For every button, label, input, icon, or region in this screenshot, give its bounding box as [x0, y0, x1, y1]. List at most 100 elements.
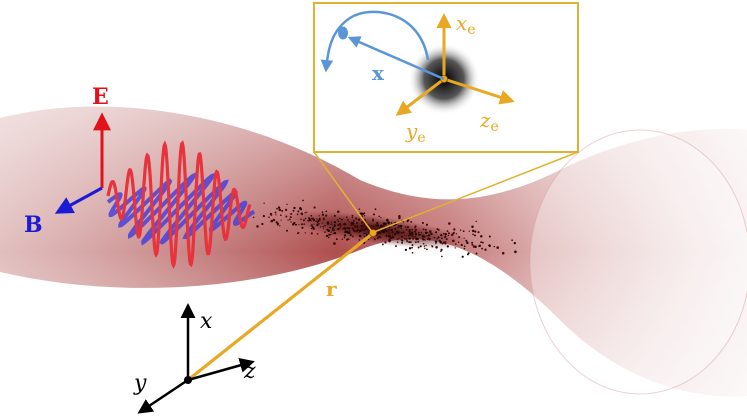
bunch-particle — [358, 208, 361, 210]
bunch-particle — [391, 231, 394, 234]
bunch-particle — [263, 202, 265, 204]
bunch-particle — [310, 232, 313, 235]
bunch-particle — [335, 238, 338, 241]
bunch-particle — [462, 230, 465, 233]
bunch-particle — [330, 223, 333, 226]
bunch-particle — [445, 238, 448, 241]
bunch-particle — [422, 238, 425, 241]
bunch-particle — [429, 230, 432, 233]
bunch-particle — [374, 224, 377, 226]
bunch-particle — [411, 232, 414, 236]
bunch-particle — [292, 209, 295, 212]
bunch-particle — [302, 219, 305, 222]
bunch-particle — [411, 231, 413, 234]
bunch-particle — [455, 243, 457, 245]
bunch-particle — [403, 237, 406, 240]
bunch-particle — [324, 225, 326, 227]
bunch-particle — [437, 236, 440, 239]
bunch-particle — [397, 226, 400, 229]
bunch-particle — [463, 248, 466, 250]
bunch-particle — [406, 220, 409, 223]
bunch-particle — [471, 225, 474, 229]
ze-axis — [443, 77, 515, 105]
bunch-particle — [373, 238, 376, 241]
bunch-particle — [290, 212, 293, 215]
bunch-particle — [381, 243, 384, 246]
bunch-particle — [295, 223, 297, 226]
bunch-particle — [461, 255, 464, 258]
bunch-particle — [367, 231, 369, 233]
bunch-particle — [289, 216, 292, 219]
bunch-particle — [333, 242, 336, 245]
ye-axis — [395, 77, 445, 116]
bunch-particle — [435, 231, 438, 234]
bunch-particle — [345, 230, 349, 233]
bunch-particle — [327, 229, 331, 233]
bunch-particle — [318, 223, 320, 225]
bunch-particle — [404, 226, 407, 228]
bunch-particle — [378, 235, 380, 238]
bunch-particle — [443, 232, 445, 235]
bunch-particle — [388, 238, 391, 241]
bunch-particle — [463, 245, 466, 248]
bunch-particle — [398, 215, 401, 218]
bunch-particle — [400, 236, 403, 238]
bunch-particle — [411, 243, 414, 247]
bunch-particle — [337, 220, 340, 223]
bunch-particle — [341, 228, 344, 230]
bunch-particle — [388, 232, 391, 235]
bunch-particle — [441, 237, 443, 240]
bunch-particle — [408, 241, 411, 244]
bunch-particle — [276, 222, 280, 226]
bunch-particle — [316, 233, 319, 235]
bunch-particle — [351, 235, 354, 238]
bunch-particle — [439, 240, 442, 244]
bunch-particle — [473, 234, 476, 237]
bunch-particle — [326, 221, 330, 224]
bunch-particle — [402, 231, 405, 234]
bunch-particle — [376, 224, 380, 227]
bunch-particle — [358, 231, 360, 234]
bunch-particle — [310, 224, 313, 227]
bunch-particle — [300, 208, 303, 211]
bunch-particle — [346, 238, 349, 241]
bunch-particle — [477, 231, 480, 234]
bunch-particle — [443, 235, 447, 239]
bunch-particle — [400, 225, 403, 227]
bunch-particle — [426, 235, 428, 237]
bunch-particle — [369, 225, 371, 227]
bunch-particle — [322, 225, 324, 228]
bunch-particle — [385, 230, 388, 233]
bunch-particle — [415, 237, 418, 241]
bunch-particle — [356, 225, 359, 228]
bunch-particle — [426, 238, 430, 241]
bunch-particle — [330, 221, 332, 223]
bunch-particle — [400, 227, 402, 230]
bunch-particle — [401, 232, 403, 234]
electric-field-wave — [106, 140, 252, 270]
bunch-particle — [435, 242, 437, 245]
bunch-particle — [315, 220, 317, 222]
bunch-particle — [346, 218, 349, 221]
bunch-particle — [363, 232, 366, 235]
bunch-particle — [428, 234, 431, 237]
bunch-particle — [424, 239, 426, 241]
bunch-particle — [414, 236, 417, 238]
bunch-particle — [336, 228, 338, 230]
lab-y-axis — [137, 378, 189, 414]
bunch-particle — [427, 236, 430, 239]
bunch-particle — [302, 199, 304, 202]
bunch-particle — [396, 238, 399, 241]
bunch-particle — [408, 247, 412, 250]
bunch-particle — [414, 241, 417, 244]
bunch-particle — [447, 232, 450, 235]
bunch-particle — [388, 229, 390, 231]
bunch-particle — [417, 231, 420, 234]
bunch-particle — [421, 221, 424, 225]
bunch-particle — [319, 226, 322, 228]
bunch-particle — [324, 214, 328, 217]
bunch-particle — [391, 234, 394, 237]
bunch-particle — [378, 215, 381, 218]
bunch-particle — [360, 221, 364, 224]
bunch-particle — [286, 203, 288, 205]
